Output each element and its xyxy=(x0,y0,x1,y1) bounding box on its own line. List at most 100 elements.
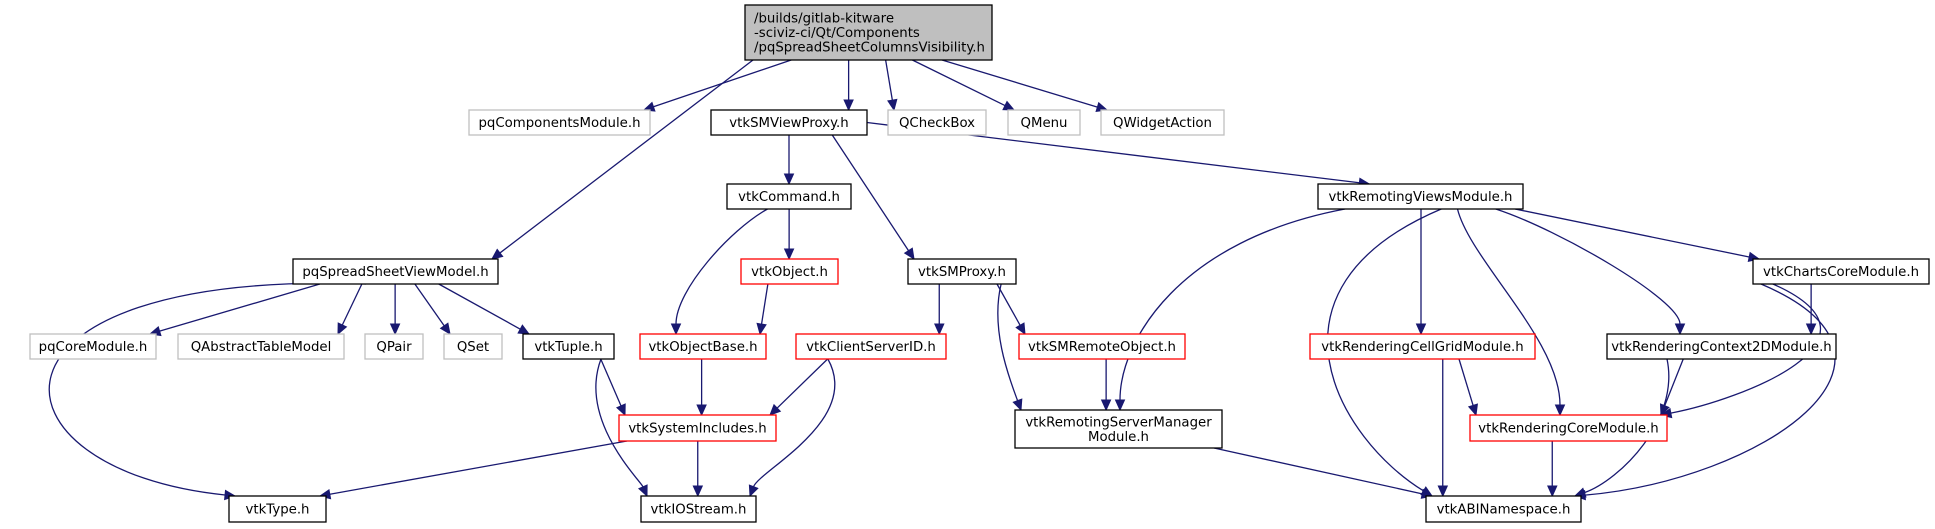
edge-vtkRemotingViewsModule-to-vtkRenderingContext2DModule xyxy=(1495,208,1686,336)
node-label: vtkIOStream.h xyxy=(651,503,747,518)
node-label: vtkObjectBase.h xyxy=(648,340,757,355)
node-box[interactable] xyxy=(468,109,651,136)
edge-vtkChartsCoreModule-to-vtkRenderingContext2DModule xyxy=(1805,284,1817,336)
edge-line xyxy=(329,440,628,495)
node-vtkRenderingContext2DModule[interactable]: vtkRenderingContext2DModule.h xyxy=(1606,333,1837,360)
edge-line xyxy=(1213,447,1423,495)
node-QSet[interactable]: QSet xyxy=(443,333,503,360)
node-label: vtkSMProxy.h xyxy=(918,265,1006,280)
node-root[interactable]: /builds/gitlab-kitware-sciviz-ci/Qt/Comp… xyxy=(744,4,993,61)
edge-arrowhead xyxy=(748,484,759,498)
node-box[interactable] xyxy=(1100,109,1225,136)
edge-vtkSystemIncludes-to-vtkType xyxy=(318,440,628,500)
node-box[interactable] xyxy=(618,414,777,442)
edge-arrowhead xyxy=(1415,323,1427,336)
edge-line xyxy=(831,134,910,252)
edge-arrowhead xyxy=(903,247,915,261)
node-box[interactable] xyxy=(1425,495,1582,523)
node-label: pqCoreModule.h xyxy=(39,340,148,355)
node-box[interactable] xyxy=(887,109,987,136)
edge-vtkRemotingViewsModule-to-vtkRenderingCoreModule xyxy=(1456,208,1566,417)
node-box[interactable] xyxy=(640,495,757,523)
node-box[interactable] xyxy=(907,258,1017,285)
edge-line xyxy=(600,358,622,407)
edge-vtkSMProxy-to-vtkSMRemoteObject xyxy=(996,283,1026,336)
edge-line xyxy=(1670,283,1821,414)
node-vtkRenderingCoreModule[interactable]: vtkRenderingCoreModule.h xyxy=(1469,414,1668,442)
edge-line xyxy=(884,59,893,101)
edge-line xyxy=(1327,208,1442,492)
node-label: vtkRemotingViewsModule.h xyxy=(1329,190,1513,205)
edge-line xyxy=(1456,208,1561,406)
edge-vtkCommand-to-vtkObjectBase xyxy=(670,208,768,336)
node-box[interactable] xyxy=(744,4,993,61)
node-vtkType[interactable]: vtkType.h xyxy=(228,495,327,523)
node-vtkABINamespace[interactable]: vtkABINamespace.h xyxy=(1425,495,1582,523)
node-box[interactable] xyxy=(1752,258,1930,285)
node-vtkRenderingCellGridModule[interactable]: vtkRenderingCellGridModule.h xyxy=(1309,333,1536,360)
node-box[interactable] xyxy=(710,109,868,136)
node-QPair[interactable]: QPair xyxy=(364,333,424,360)
node-label: vtkRenderingCoreModule.h xyxy=(1478,422,1658,437)
node-vtkClientServerID[interactable]: vtkClientServerID.h xyxy=(795,333,947,360)
edge-arrowhead xyxy=(1467,403,1478,417)
node-pqSpreadSheetViewModel[interactable]: pqSpreadSheetViewModel.h xyxy=(292,258,499,285)
edge-arrowhead xyxy=(1554,404,1566,417)
edge-vtkRenderingContext2DModule-to-vtkRenderingCoreModule xyxy=(1659,358,1684,417)
node-box[interactable] xyxy=(726,183,852,210)
node-vtkSMViewProxy[interactable]: vtkSMViewProxy.h xyxy=(710,109,868,136)
node-box[interactable] xyxy=(1317,183,1524,210)
edge-line xyxy=(1119,208,1346,401)
node-pqComponentsModule[interactable]: pqComponentsModule.h xyxy=(468,109,651,136)
node-pqCoreModule[interactable]: pqCoreModule.h xyxy=(29,333,157,360)
node-label: Module.h xyxy=(1088,430,1149,445)
node-box[interactable] xyxy=(1007,109,1081,136)
node-vtkObject[interactable]: vtkObject.h xyxy=(740,258,839,285)
node-box[interactable] xyxy=(29,333,157,360)
node-box[interactable] xyxy=(1014,409,1223,449)
edge-arrowhead xyxy=(615,403,626,417)
edge-vtkSystemIncludes-to-vtkIOStream xyxy=(692,441,704,498)
node-box[interactable] xyxy=(1606,333,1837,360)
node-vtkSystemIncludes[interactable]: vtkSystemIncludes.h xyxy=(618,414,777,442)
edge-arrowhead xyxy=(517,324,531,335)
edge-line xyxy=(752,358,836,487)
edge-line xyxy=(48,282,367,496)
node-box[interactable] xyxy=(1469,414,1668,442)
node-box[interactable] xyxy=(795,333,947,360)
node-label: -sciviz-ci/Qt/Components xyxy=(754,26,920,41)
edge-vtkSMProxy-to-vtkRemotingServerManagerModule xyxy=(997,283,1023,412)
edge-vtkRemotingViewsModule-to-vtkRenderingCellGridModule xyxy=(1415,209,1427,336)
node-box[interactable] xyxy=(522,333,615,360)
edge-line xyxy=(776,358,829,409)
node-QMenu[interactable]: QMenu xyxy=(1007,109,1081,136)
node-box[interactable] xyxy=(1309,333,1536,360)
node-vtkTuple[interactable]: vtkTuple.h xyxy=(522,333,615,360)
node-box[interactable] xyxy=(364,333,424,360)
edge-vtkSMViewProxy-to-vtkSMProxy xyxy=(831,134,915,261)
node-box[interactable] xyxy=(443,333,503,360)
node-vtkChartsCoreModule[interactable]: vtkChartsCoreModule.h xyxy=(1752,258,1930,285)
node-vtkIOStream[interactable]: vtkIOStream.h xyxy=(640,495,757,523)
edges-layer xyxy=(48,59,1836,501)
node-vtkSMRemoteObject[interactable]: vtkSMRemoteObject.h xyxy=(1018,333,1186,360)
edge-line xyxy=(1495,208,1681,325)
node-QWidgetAction[interactable]: QWidgetAction xyxy=(1100,109,1225,136)
edge-arrowhead xyxy=(1012,398,1023,412)
node-box[interactable] xyxy=(740,258,839,285)
edge-vtkClientServerID-to-vtkSystemIncludes xyxy=(769,358,829,416)
node-box[interactable] xyxy=(639,333,767,360)
node-box[interactable] xyxy=(1018,333,1186,360)
node-box[interactable] xyxy=(292,258,499,285)
node-vtkRemotingViewsModule[interactable]: vtkRemotingViewsModule.h xyxy=(1317,183,1524,210)
edge-pqSpreadSheetViewModel-to-pqCoreModule xyxy=(148,283,321,337)
node-vtkObjectBase[interactable]: vtkObjectBase.h xyxy=(639,333,767,360)
node-QAbstractTableModel[interactable]: QAbstractTableModel xyxy=(177,333,345,360)
node-box[interactable] xyxy=(228,495,327,523)
node-box[interactable] xyxy=(177,333,345,360)
node-vtkSMProxy[interactable]: vtkSMProxy.h xyxy=(907,258,1017,285)
node-QCheckBox[interactable]: QCheckBox xyxy=(887,109,987,136)
node-vtkCommand[interactable]: vtkCommand.h xyxy=(726,183,852,210)
edge-vtkObject-to-vtkObjectBase xyxy=(756,283,769,336)
